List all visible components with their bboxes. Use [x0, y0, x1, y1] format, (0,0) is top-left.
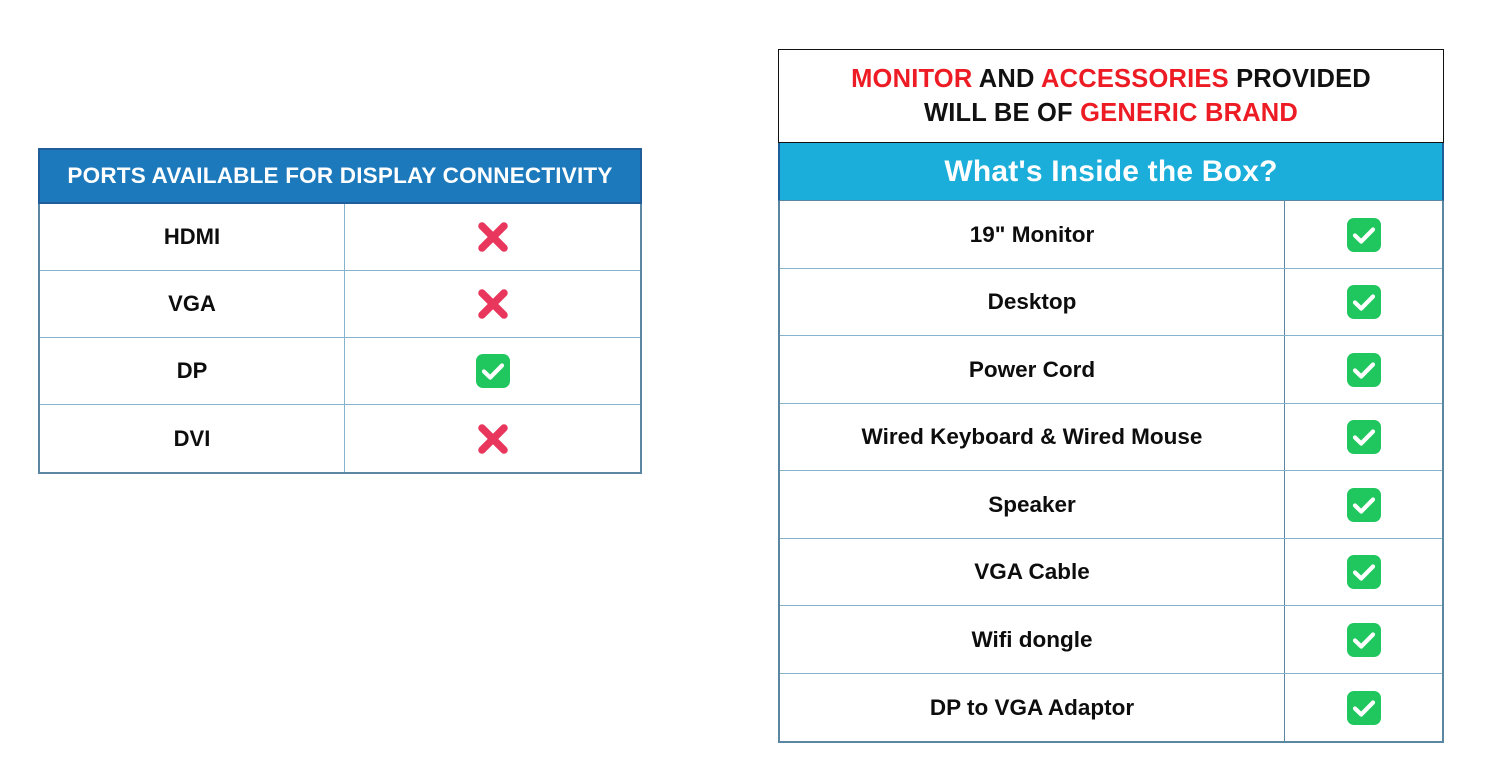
check-icon: [475, 354, 510, 388]
table-row: DP: [40, 338, 640, 405]
box-contents-header: What's Inside the Box?: [778, 143, 1444, 202]
check-icon: [1346, 690, 1381, 725]
table-row: Power Cord: [780, 336, 1442, 404]
ports-table-header: PORTS AVAILABLE FOR DISPLAY CONNECTIVITY: [38, 148, 642, 204]
item-status-cell: [1285, 471, 1442, 538]
check-icon: [1346, 622, 1381, 657]
table-row: DP to VGA Adaptor: [780, 673, 1442, 742]
notice-line-1: MONITOR AND ACCESSORIES PROVIDED: [789, 63, 1433, 97]
item-status-cell: [1285, 336, 1442, 403]
item-name-cell: Power Cord: [780, 336, 1285, 403]
table-row: Desktop: [780, 268, 1442, 337]
notice-word-willbeof: WILL BE OF: [923, 98, 1081, 127]
port-status-cell: [345, 204, 640, 270]
port-status-cell: [345, 405, 640, 472]
check-icon: [1346, 420, 1381, 455]
ports-table-body: HDMI VGA DP: [38, 204, 642, 474]
table-row: Wifi dongle: [780, 606, 1442, 674]
item-status-cell: [1285, 269, 1442, 336]
item-status-cell: [1285, 201, 1442, 268]
table-row: Speaker: [780, 471, 1442, 539]
item-name-cell: Desktop: [780, 268, 1285, 336]
box-contents-panel: MONITOR AND ACCESSORIES PROVIDED WILL BE…: [778, 49, 1444, 744]
item-name-cell: Wired Keyboard & Wired Mouse: [780, 403, 1285, 471]
port-name-cell: DVI: [40, 405, 345, 472]
port-name-cell: VGA: [40, 271, 345, 337]
port-status-cell: [345, 338, 640, 404]
table-row: VGA: [40, 271, 640, 338]
notice-word-provided: PROVIDED: [1228, 65, 1371, 93]
item-name-cell: DP to VGA Adaptor: [780, 673, 1285, 742]
port-status-cell: [345, 271, 640, 337]
table-row: HDMI: [40, 204, 640, 271]
notice-word-monitor: MONITOR: [851, 65, 973, 93]
item-name-cell: Wifi dongle: [780, 606, 1285, 673]
ports-availability-table: PORTS AVAILABLE FOR DISPLAY CONNECTIVITY…: [38, 148, 642, 474]
cross-icon: [477, 222, 508, 252]
cross-icon: [477, 289, 508, 319]
notice-line-2: WILL BE OF GENERIC BRAND: [789, 97, 1433, 131]
check-icon: [1346, 555, 1381, 590]
item-name-cell: VGA Cable: [780, 538, 1285, 606]
check-icon: [1346, 352, 1381, 387]
item-status-cell: [1285, 539, 1442, 606]
item-status-cell: [1285, 674, 1442, 742]
box-contents-header-label: What's Inside the Box?: [944, 154, 1278, 188]
box-contents-body: 19" Monitor Desktop Power Cord: [778, 201, 1444, 744]
table-row: DVI: [40, 405, 640, 472]
table-row: Wired Keyboard & Wired Mouse: [780, 403, 1442, 472]
port-name-cell: HDMI: [40, 204, 345, 270]
item-name-cell: 19" Monitor: [780, 201, 1285, 268]
check-icon: [1346, 487, 1381, 522]
ports-table-header-label: PORTS AVAILABLE FOR DISPLAY CONNECTIVITY: [67, 163, 613, 188]
table-row: 19" Monitor: [780, 201, 1442, 269]
cross-icon: [477, 423, 508, 454]
notice-word-accessories: ACCESSORIES: [1040, 65, 1229, 93]
generic-brand-notice: MONITOR AND ACCESSORIES PROVIDED WILL BE…: [778, 49, 1444, 144]
check-icon: [1346, 285, 1381, 320]
check-icon: [1346, 217, 1381, 252]
table-row: VGA Cable: [780, 538, 1442, 607]
item-status-cell: [1285, 404, 1442, 471]
notice-word-generic-brand: GENERIC BRAND: [1080, 98, 1299, 127]
item-status-cell: [1285, 606, 1442, 673]
notice-word-and: AND: [972, 65, 1041, 93]
item-name-cell: Speaker: [780, 471, 1285, 538]
port-name-cell: DP: [40, 338, 345, 404]
